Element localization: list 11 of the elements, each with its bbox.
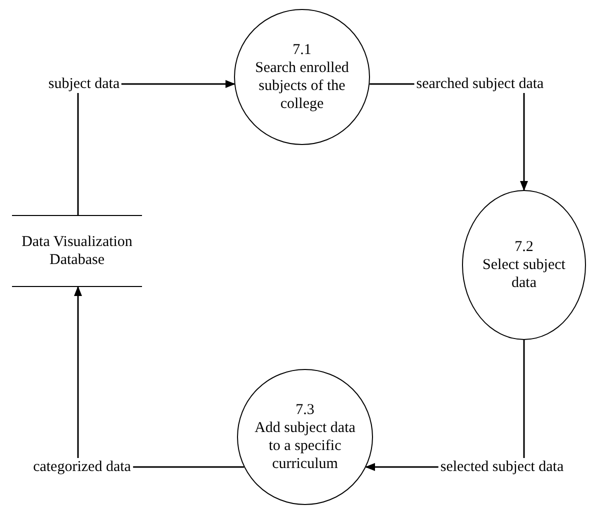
node-text: Select subject data <box>482 256 566 292</box>
edge-label: searched subject data <box>414 75 546 93</box>
edge-label: selected subject data <box>438 458 566 476</box>
node-text: Add subject data to a specific curriculum <box>254 419 356 473</box>
node-text: Data Visualization Database <box>20 233 134 269</box>
process-number: 7.1 <box>292 41 312 59</box>
process-number: 7.2 <box>514 238 534 256</box>
process-number: 7.3 <box>296 401 314 419</box>
edge-label: subject data <box>46 75 122 93</box>
edge-label: categorized data <box>31 458 133 476</box>
node-text: Search enrolled subjects of the college <box>254 59 350 113</box>
